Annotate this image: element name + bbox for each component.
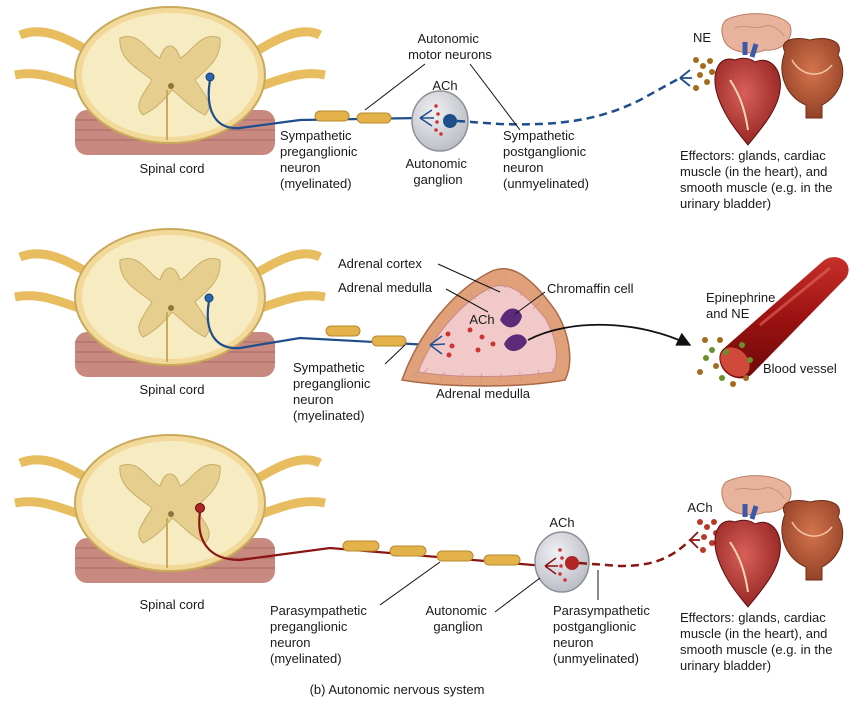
heart-illustration — [714, 504, 781, 608]
preganglionic-label: Sympathetic preganglionic neuron (myelin… — [280, 128, 361, 191]
preganglionic-axon — [207, 79, 421, 130]
spinal-cord-label: Spinal cord — [139, 382, 204, 397]
ach-label: ACh — [432, 78, 457, 93]
postganglionic-axon — [456, 76, 681, 126]
postganglionic-cell-body — [443, 114, 457, 128]
postganglionic-cell-body — [565, 556, 579, 570]
ach-label: ACh — [469, 312, 494, 327]
chromaffin-cell-label: Chromaffin cell — [547, 281, 634, 296]
ach-effector-label: ACh — [687, 500, 712, 515]
leader-line — [364, 63, 521, 131]
myelin-sheath — [483, 554, 521, 566]
spinal-cord-label: Spinal cord — [139, 597, 204, 612]
hormones-label: Epinephrine and NE — [706, 290, 779, 321]
ach-terminal — [689, 519, 719, 553]
spinal-cord-label: Spinal cord — [139, 161, 204, 176]
leader-line — [494, 577, 541, 613]
myelin-sheath — [436, 550, 474, 562]
ganglion-label: Autonomic ganglion — [425, 603, 490, 634]
leader-line — [437, 263, 501, 293]
neuron-cell-body — [205, 72, 215, 82]
postganglionic-label: Parasympathetic postganglionic neuron (u… — [553, 603, 653, 666]
ach-vesicles — [434, 104, 443, 136]
urinary-bladder-illustration — [781, 500, 844, 581]
panel-sympathetic-ganglion: Spinal cord Autonomic motor neurons ACh … — [14, 6, 844, 211]
preganglionic-label: Parasympathetic preganglionic neuron (my… — [270, 603, 370, 666]
ne-label: NE — [693, 30, 711, 45]
ne-terminal — [679, 57, 715, 91]
heart-illustration — [714, 42, 781, 146]
leader-line — [445, 288, 489, 313]
spinal-cord-cross-section — [14, 228, 326, 377]
myelin-sheath — [356, 112, 392, 124]
leader-line — [384, 344, 406, 365]
myelin-sheath — [314, 110, 350, 122]
neuron-cell-body — [204, 293, 214, 303]
neuron-cell-body — [195, 503, 205, 513]
synapse-terminal — [429, 335, 446, 355]
leader-line — [379, 561, 441, 606]
autonomic-ganglion — [534, 531, 590, 593]
ach-label: ACh — [549, 515, 574, 530]
effectors-label: Effectors: glands, cardiac muscle (in th… — [680, 148, 836, 211]
blood-vessel-label: Blood vessel — [763, 361, 837, 376]
ach-vesicles — [558, 548, 567, 582]
secretion-arrow — [527, 323, 692, 346]
ach-vesicles — [445, 327, 496, 358]
panel-sympathetic-adrenal: Spinal cord Adrenal cortex Adrenal medul… — [14, 228, 849, 423]
gland-illustration — [721, 475, 792, 516]
hormone-molecules — [697, 337, 753, 387]
spinal-cord-cross-section — [14, 434, 326, 583]
postganglionic-axon — [578, 539, 691, 568]
autonomic-motor-neurons-label: Autonomic motor neurons — [408, 31, 492, 62]
adrenal-medulla-caption: Adrenal medulla — [436, 386, 531, 401]
preganglionic-label: Sympathetic preganglionic neuron (myelin… — [293, 360, 374, 423]
postganglionic-label: Sympathetic postganglionic neuron (unmye… — [503, 128, 590, 191]
myelin-sheath — [371, 335, 407, 347]
synapse-terminal — [544, 557, 558, 575]
preganglionic-axon — [198, 511, 546, 568]
synapse-terminal — [419, 109, 434, 127]
adrenal-cortex-label: Adrenal cortex — [338, 256, 422, 271]
autonomic-ganglion — [411, 90, 469, 152]
panel-parasympathetic: Spinal cord ACh Parasympathetic pregangl… — [14, 434, 844, 673]
urinary-bladder-illustration — [781, 38, 844, 119]
adrenal-gland — [400, 268, 571, 387]
myelin-sheath — [389, 545, 427, 557]
spinal-cord-cross-section — [14, 6, 326, 155]
myelin-sheath — [342, 540, 380, 552]
figure-caption: (b) Autonomic nervous system — [310, 682, 485, 697]
leader-line — [514, 291, 546, 315]
preganglionic-axon — [206, 300, 431, 350]
ganglion-label: Autonomic ganglion — [405, 156, 470, 187]
effectors-label: Effectors: glands, cardiac muscle (in th… — [680, 610, 836, 673]
adrenal-medulla-pointer-label: Adrenal medulla — [338, 280, 433, 295]
gland-illustration — [721, 13, 792, 54]
myelin-sheath — [325, 325, 361, 337]
